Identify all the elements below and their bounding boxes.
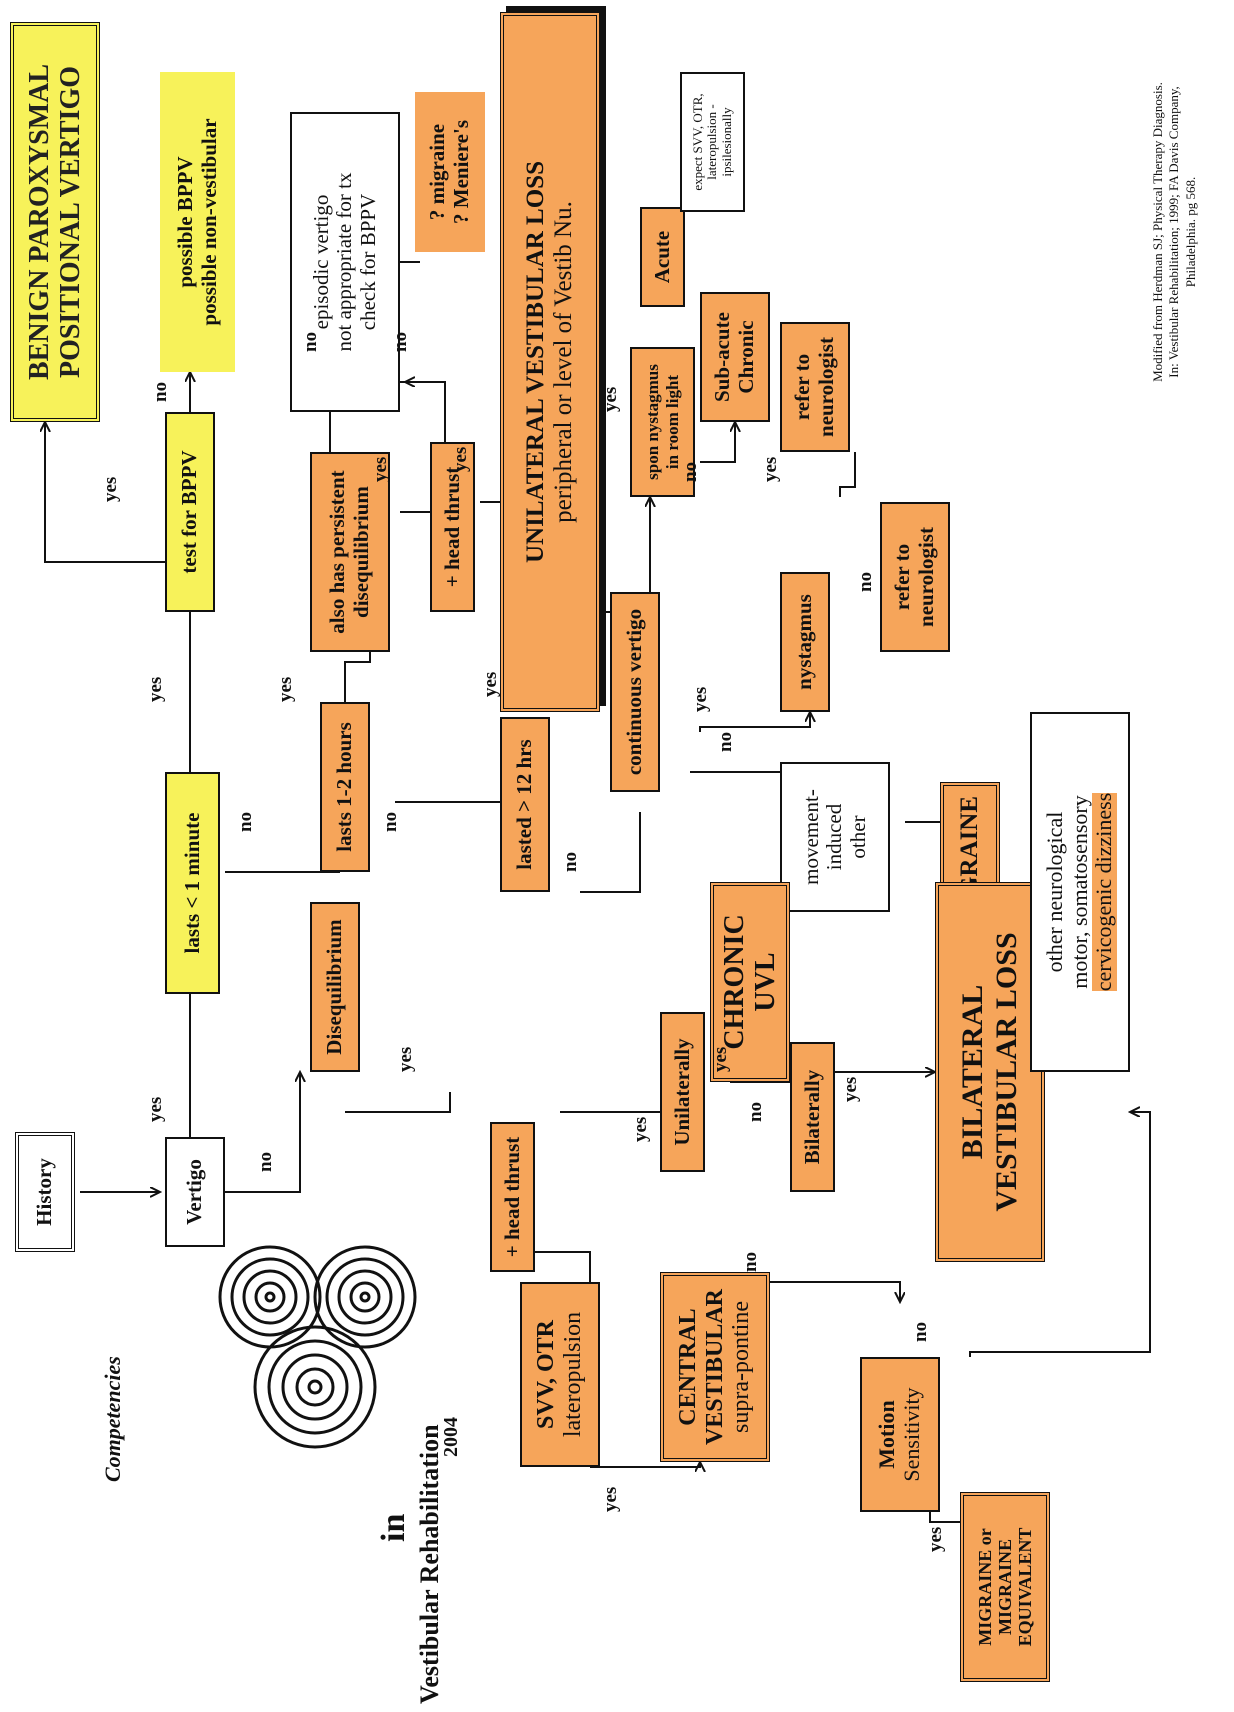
migraine-meniere-node: ? migraine ? Meniere's (415, 92, 485, 252)
bppv-title-node: BENIGN PAROXYSMAL POSITIONAL VERTIGO (10, 22, 100, 422)
spiral-logo (218, 1245, 417, 1449)
nystagmus-node: nystagmus (780, 572, 830, 712)
edge-label-no: no (745, 1101, 766, 1122)
lasted-12-hrs-node: lasted > 12 hrs (500, 717, 550, 892)
migraine-equivalent-node: MIGRAINE or MIGRAINE EQUIVALENT (960, 1492, 1050, 1682)
edge-label-no: no (235, 811, 256, 832)
edge-label-yes: yes (630, 1116, 651, 1142)
bilateral-vestibular-loss-node: BILATERAL VESTIBULAR LOSS (935, 882, 1045, 1262)
logo-top-arc: Competencies (100, 1356, 125, 1482)
head-thrust-main-node: + head thrust (490, 1122, 535, 1272)
edge-label-no: no (380, 811, 401, 832)
refer-neurologist-1-node: refer to neurologist (780, 322, 850, 452)
edge-label-no: no (855, 571, 876, 592)
logo-bottom-arc: Vestibular Rehabilitation (415, 1424, 444, 1704)
disequilibrium-node: Disequilibrium (310, 902, 360, 1072)
uvl-node: UNILATERAL VESTIBULAR LOSS peripheral or… (500, 12, 600, 712)
possible-bppv-node: possible BPPV possible non-vestibular (160, 72, 235, 372)
lasts-1-minute-node: lasts < 1 minute (165, 772, 220, 994)
edge-label-yes: yes (145, 1096, 166, 1122)
edge-label-yes: yes (600, 1486, 621, 1512)
edge-label-no: no (390, 331, 411, 352)
edge-label-no: no (150, 381, 171, 402)
other-neurological-node: other neurological motor, somatosensory … (1030, 712, 1130, 1072)
logo-year: 2004 (440, 1417, 462, 1457)
edge-label-yes: yes (925, 1526, 946, 1552)
edge-label-yes: yes (710, 1046, 731, 1072)
episodic-vertigo-node: episodic vertigo not appropriate for tx … (290, 112, 400, 412)
persistent-disequilibrium-node: also has persistent disequilibrium (310, 452, 390, 652)
central-vestibular-node: CENTRAL VESTIBULAR supra-pontine (660, 1272, 770, 1462)
history-node: History (15, 1132, 75, 1252)
subacute-chronic-node: Sub-acute Chronic (700, 292, 770, 422)
acute-node: Acute (640, 207, 685, 307)
expect-svv-node: expect SVV, OTR, lateropulsion - ipsiles… (680, 72, 745, 212)
lasts-1-2-hours-node: lasts 1-2 hours (320, 702, 370, 872)
edge-label-no: no (255, 1151, 276, 1172)
unilaterally-node: Unilaterally (660, 1012, 705, 1172)
edge-label-yes: yes (690, 686, 711, 712)
edge-label-yes: yes (100, 476, 121, 502)
citation: Modified from Herdman SJ; Physical Thera… (1150, 82, 1198, 382)
vertigo-node: Vertigo (165, 1137, 225, 1247)
edge-label-yes: yes (600, 386, 621, 412)
logo-in: in (375, 1513, 412, 1542)
edge-label-yes: yes (840, 1076, 861, 1102)
svv-otr-node: SVV, OTR lateropulsion (520, 1282, 600, 1467)
edge-label-no: no (740, 1251, 761, 1272)
edge-label-yes: yes (370, 456, 391, 482)
edge-label-yes: yes (480, 671, 501, 697)
edge-label-no: no (300, 331, 321, 352)
refer-neurologist-2-node: refer to neurologist (880, 502, 950, 652)
edge-label-no: no (910, 1321, 931, 1342)
edge-label-no: no (560, 851, 581, 872)
continuous-vertigo-node: continuous vertigo (610, 592, 660, 792)
edge-label-yes: yes (145, 676, 166, 702)
movement-induced-node: movement- induced other (780, 762, 890, 912)
edge-label-yes: yes (760, 456, 781, 482)
edge-label-no: no (680, 461, 701, 482)
edge-label-yes: yes (275, 676, 296, 702)
test-bppv-node: test for BPPV (165, 412, 215, 612)
edge-label-yes: yes (450, 446, 471, 472)
edge-label-no: no (715, 731, 736, 752)
bilaterally-node: Bilaterally (790, 1042, 835, 1192)
motion-sensitivity-node: Motion Sensitivity (860, 1357, 940, 1512)
edge-label-yes: yes (395, 1046, 416, 1072)
